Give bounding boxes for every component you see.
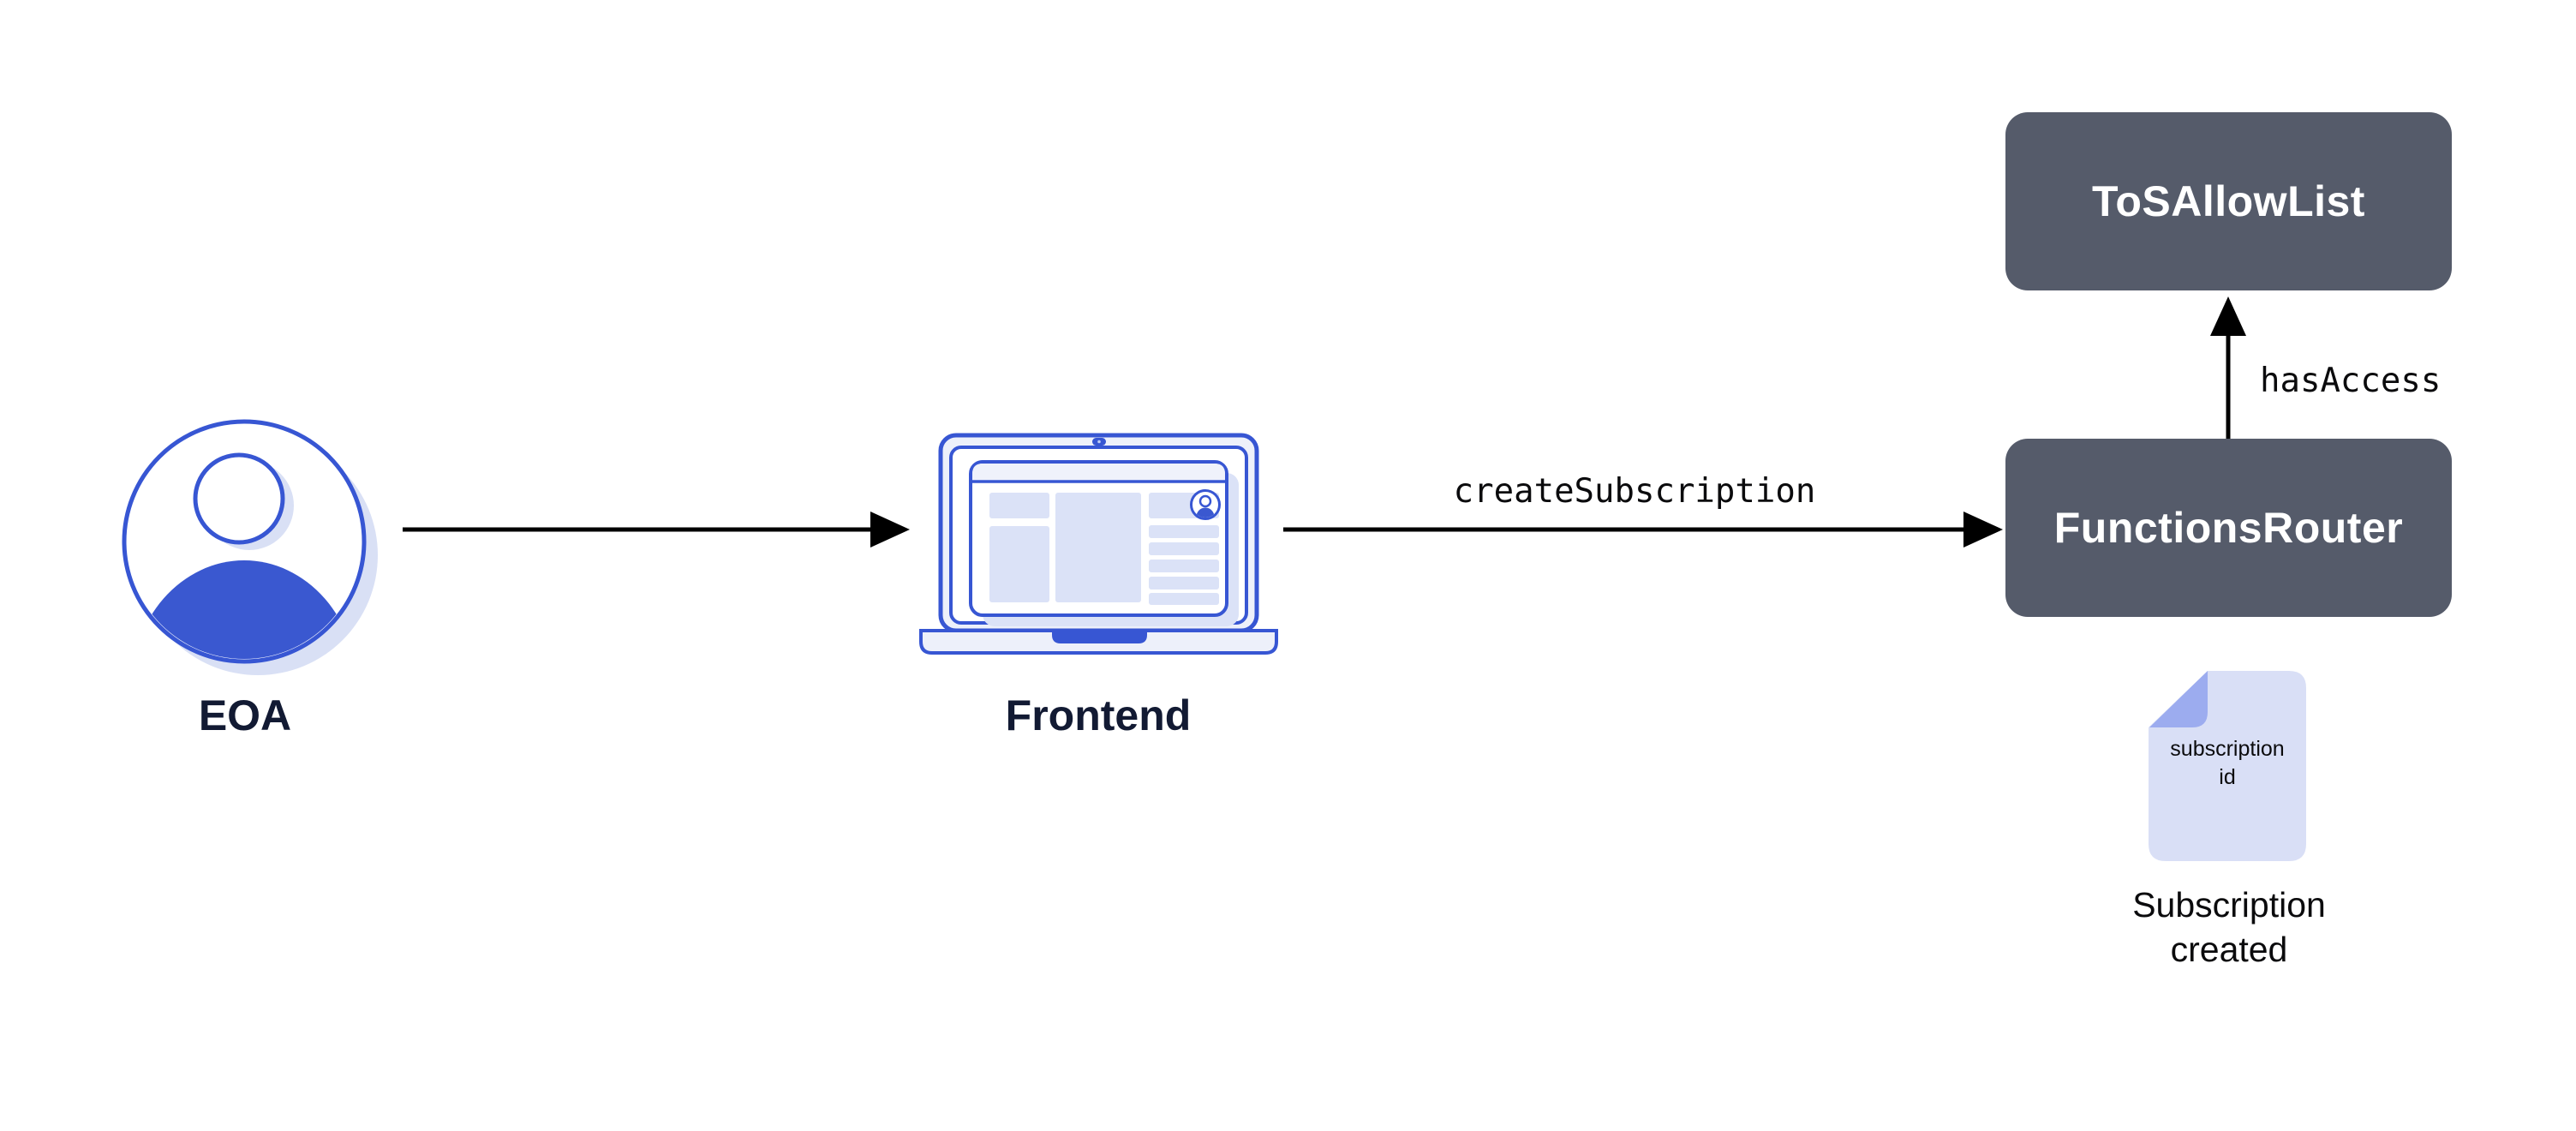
node-functions-router-label: FunctionsRouter bbox=[2053, 504, 2404, 552]
document-text-line2: id bbox=[2219, 765, 2236, 789]
document-fold bbox=[2149, 671, 2208, 727]
wireframe-stripe bbox=[1149, 577, 1219, 589]
laptop-icon bbox=[919, 433, 1278, 655]
browser-topbar bbox=[972, 464, 1225, 480]
arrowhead-up-icon bbox=[2210, 296, 2246, 336]
laptop-notch bbox=[1052, 632, 1147, 643]
browser-user-head bbox=[1198, 494, 1212, 508]
user-avatar-icon bbox=[122, 419, 378, 675]
node-functions-router: FunctionsRouter bbox=[2005, 439, 2452, 617]
edge-label-has-access: hasAccess bbox=[2260, 362, 2442, 400]
wireframe-block bbox=[989, 493, 1049, 518]
node-tos-allow-list: ToSAllowList bbox=[2005, 112, 2452, 290]
node-eoa-label: EOA bbox=[198, 691, 292, 739]
wireframe-stripe bbox=[1149, 525, 1219, 538]
avatar-body bbox=[130, 560, 358, 659]
wireframe-stripe bbox=[1149, 542, 1219, 555]
browser-user-body bbox=[1196, 507, 1215, 518]
node-tos-allow-list-label: ToSAllowList bbox=[2092, 177, 2365, 225]
arrowhead-right-icon bbox=[870, 512, 910, 548]
node-frontend-label: Frontend bbox=[1005, 691, 1192, 739]
wireframe-stripe bbox=[1149, 560, 1219, 572]
document-text: subscription id bbox=[2149, 735, 2306, 792]
document-icon bbox=[2149, 671, 2306, 861]
arrow-functions-router-to-tos-allow-list bbox=[2210, 296, 2246, 440]
avatar-head bbox=[193, 452, 285, 545]
wireframe-block bbox=[1055, 493, 1141, 602]
arrow-frontend-to-functions-router bbox=[1283, 512, 2003, 548]
arrowhead-right-icon bbox=[1963, 512, 2003, 548]
document-caption: Subscription created bbox=[2132, 885, 2326, 969]
document-text-line1: subscription bbox=[2170, 737, 2285, 761]
edge-label-create-subscription: createSubscription bbox=[1453, 472, 1816, 511]
laptop-webcam-dot bbox=[1097, 440, 1101, 444]
wireframe-stripe bbox=[1149, 593, 1219, 605]
wireframe-block bbox=[989, 526, 1049, 602]
arrow-eoa-to-frontend bbox=[403, 512, 910, 548]
